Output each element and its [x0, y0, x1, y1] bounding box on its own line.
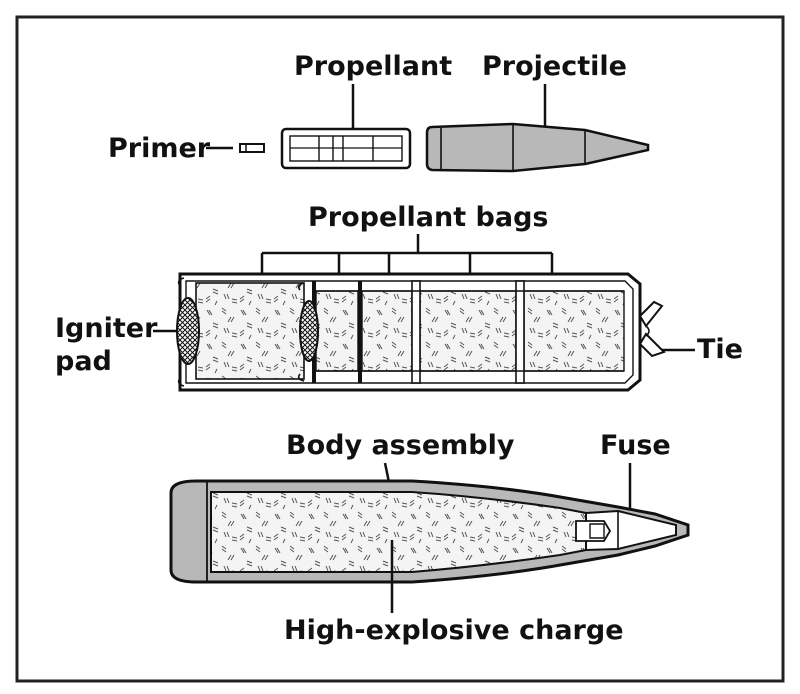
label-igniter-line2: pad: [55, 346, 112, 377]
shell-section-row: Body assembly Fuse High-explosive charge: [169, 430, 690, 646]
primer-shape: [239, 143, 265, 153]
label-body-assembly: Body assembly: [286, 430, 515, 461]
bagged-charge-row: Propellant bags: [55, 202, 743, 392]
label-propellant-bags: Propellant bags: [308, 202, 549, 233]
label-propellant: Propellant: [294, 51, 452, 82]
cartridge-parts-row: Primer Propellant Projectile: [108, 51, 650, 173]
projectile-shape: [425, 122, 650, 173]
tie-knot: [638, 300, 666, 358]
label-high-explosive-charge: High-explosive charge: [284, 615, 624, 646]
label-primer: Primer: [108, 133, 211, 164]
fuse-assembly: [575, 509, 677, 552]
label-tie: Tie: [697, 334, 743, 365]
propellant-canister: [280, 127, 412, 170]
label-fuse: Fuse: [600, 430, 671, 461]
label-igniter-line1: Igniter: [55, 313, 158, 344]
explosive-charge: [210, 491, 587, 573]
label-projectile: Projectile: [482, 51, 627, 82]
igniter-pads: [176, 277, 319, 387]
propellant-bags: [195, 280, 625, 384]
